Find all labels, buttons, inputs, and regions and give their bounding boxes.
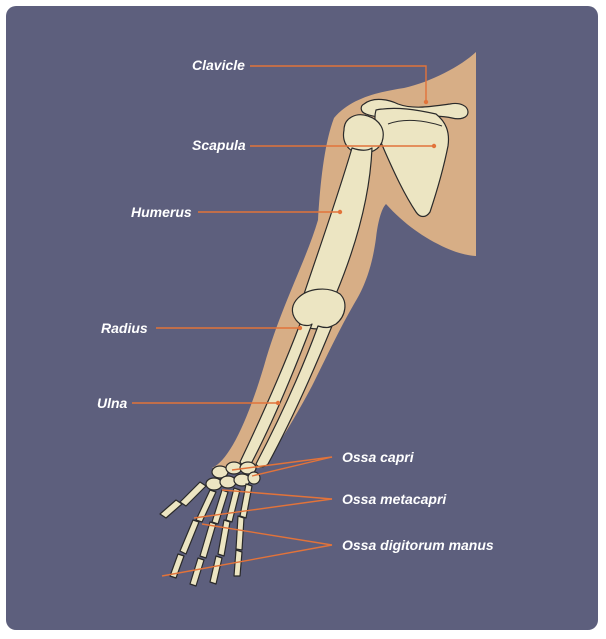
radius-bone [239, 323, 313, 466]
label-ulna: Ulna [97, 395, 128, 411]
humerus-head [342, 114, 384, 155]
ossa-metacarpi-leader-2 [193, 498, 333, 519]
label-ossa-digitorum-manus: Ossa digitorum manus [342, 537, 494, 553]
diagram-canvas: Clavicle Scapula Humerus Radius Ulna Oss… [6, 6, 598, 630]
label-clavicle: Clavicle [192, 57, 245, 73]
label-radius: Radius [101, 320, 148, 336]
phalanx-bones [159, 499, 245, 587]
leader-dots [275, 99, 437, 406]
ossa-carpi-leader-2 [251, 456, 333, 477]
scapula-spine [387, 119, 443, 127]
label-scapula: Scapula [192, 137, 246, 153]
ossa-digitorum-leader-1 [201, 523, 333, 546]
label-ossa-metacarpi: Ossa metacapri [342, 491, 447, 507]
ulna-bone [255, 325, 333, 468]
elbow-joint [291, 288, 346, 330]
label-ossa-carpi: Ossa capri [342, 449, 415, 465]
bones [159, 98, 469, 587]
scapula-bone [374, 107, 450, 218]
label-humerus: Humerus [131, 204, 192, 220]
ossa-metacarpi-leader-1 [221, 489, 333, 500]
arm-skeleton-diagram: Clavicle Scapula Humerus Radius Ulna Oss… [6, 6, 598, 630]
carpal-bones [205, 461, 261, 491]
ossa-digitorum-leader-2 [161, 544, 333, 577]
leader-lines [132, 65, 434, 577]
clavicle-leader [250, 65, 427, 102]
ossa-carpi-leader-1 [231, 456, 333, 471]
